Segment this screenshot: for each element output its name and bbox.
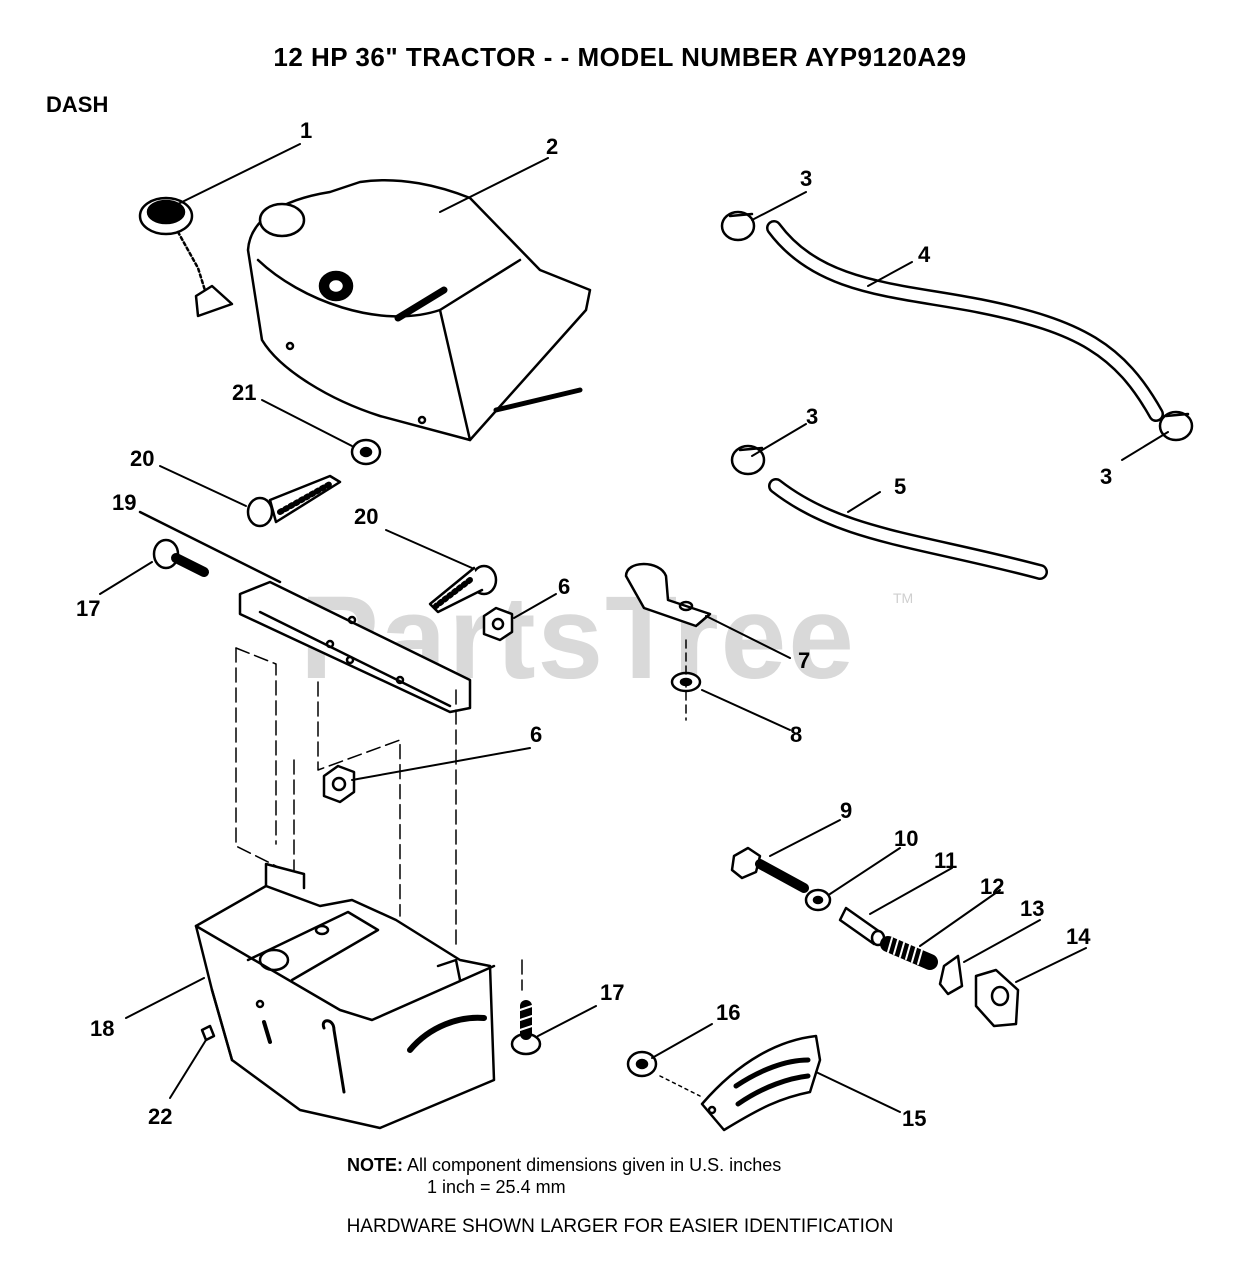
part-washer-21	[350, 438, 382, 466]
callout-5: 5	[894, 474, 906, 499]
callout-numbers: 1 2 3 4 3 3 5 21 20 19 20 17 6 7 8 6 9 1…	[76, 118, 1112, 1131]
callout-3c: 3	[1100, 464, 1112, 489]
callout-18: 18	[90, 1016, 114, 1041]
callout-3a: 3	[800, 166, 812, 191]
part-washer-8	[670, 639, 702, 721]
part-nut-16	[626, 1050, 701, 1097]
callout-10: 10	[894, 826, 918, 851]
callout-16: 16	[716, 1000, 740, 1025]
part-spacer-11	[838, 906, 886, 947]
footer-text: HARDWARE SHOWN LARGER FOR EASIER IDENTIF…	[346, 1216, 894, 1237]
part-dash-panel-18	[194, 862, 496, 1130]
callout-14: 14	[1066, 924, 1091, 949]
callout-20b: 20	[354, 504, 378, 529]
callout-7: 7	[798, 648, 810, 673]
note-block: NOTE: All component dimensions given in …	[347, 1154, 781, 1198]
callout-19: 19	[112, 490, 136, 515]
part-bolt-17-upper	[152, 538, 209, 577]
part-screw-20-lower	[428, 564, 498, 614]
assembly-lines	[235, 647, 523, 991]
callout-11: 11	[934, 848, 957, 873]
part-hex-nut-upper	[482, 606, 514, 642]
callout-6b: 6	[530, 722, 542, 747]
part-lever-bracket-14	[974, 968, 1020, 1028]
callout-13: 13	[1020, 896, 1044, 921]
callout-9: 9	[840, 798, 852, 823]
callout-2: 2	[546, 134, 558, 159]
note-label: NOTE:	[347, 1155, 403, 1175]
watermark-trademark: TM	[893, 590, 914, 606]
part-fuel-hose-lower	[768, 478, 1048, 580]
callout-20a: 20	[130, 446, 154, 471]
part-dash-housing	[246, 178, 592, 442]
callout-6a: 6	[558, 574, 570, 599]
part-clip-7	[624, 562, 712, 628]
part-washer-10	[804, 888, 832, 912]
part-screw-20-upper	[246, 474, 342, 528]
callout-4: 4	[918, 242, 931, 267]
leader-lines	[99, 143, 1169, 1113]
callout-21: 21	[232, 380, 256, 405]
part-bracket-19	[138, 510, 472, 714]
part-hex-nut-lower	[322, 764, 356, 804]
part-spring-12	[880, 936, 938, 970]
callout-15: 15	[902, 1106, 926, 1131]
part-fuel-hose-upper	[766, 220, 1164, 422]
part-fuel-cap	[138, 196, 234, 318]
callout-17a: 17	[76, 596, 100, 621]
callout-17b: 17	[600, 980, 624, 1005]
callout-3b: 3	[806, 404, 818, 429]
part-bolt-9	[730, 846, 809, 893]
note-line2: 1 inch = 25.4 mm	[427, 1177, 566, 1197]
part-detent-13	[938, 954, 964, 996]
callout-12: 12	[980, 874, 1004, 899]
part-bolt-17-lower	[510, 1000, 542, 1056]
page-title: 12 HP 36" TRACTOR - - MODEL NUMBER AYP91…	[273, 42, 967, 72]
callout-22: 22	[148, 1104, 172, 1129]
part-quadrant-plate-15	[700, 1034, 822, 1132]
note-line1: All component dimensions given in U.S. i…	[407, 1155, 782, 1175]
callout-8: 8	[790, 722, 802, 747]
section-title: DASH	[46, 92, 109, 117]
part-clip-22	[200, 1024, 216, 1042]
callout-1: 1	[300, 118, 312, 143]
